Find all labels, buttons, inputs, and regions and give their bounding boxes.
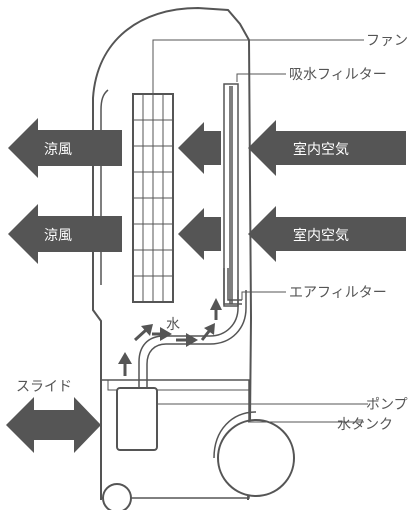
water-filter-panel <box>223 83 239 307</box>
cool-air-label-top: 涼風 <box>44 142 72 158</box>
water-flow-arrows <box>118 298 222 376</box>
cooler-body-outline <box>92 6 253 501</box>
cool-air-arrow-top <box>8 118 122 178</box>
fan-grill <box>132 93 174 303</box>
pump-label: ポンプ <box>366 397 408 413</box>
water-tank-label: 水タンク <box>337 417 393 433</box>
airflow-arrow-middle-bottom <box>178 208 221 260</box>
fan-label: ファン <box>366 33 408 49</box>
air-filter-bracket <box>223 268 242 305</box>
back-panel-contour <box>100 89 109 285</box>
front-wheel <box>217 419 295 497</box>
water-label: 水 <box>166 317 180 333</box>
water-tank-inner <box>107 379 250 391</box>
slide-double-arrow <box>6 397 101 453</box>
slide-label: スライド <box>16 379 72 395</box>
cool-air-label-bottom: 涼風 <box>44 228 72 244</box>
front-wheel-housing <box>213 411 257 459</box>
leader-lines <box>152 39 368 423</box>
airflow-arrow-middle-top <box>178 122 221 174</box>
rear-wheel <box>102 483 132 510</box>
room-air-arrow-top <box>248 120 406 176</box>
room-air-label-top: 室内空気 <box>293 141 349 158</box>
cool-air-arrow-bottom <box>8 204 122 264</box>
water-filter-label: 吸水フィルター <box>289 67 387 83</box>
air-filter-label: エアフィルター <box>289 285 387 301</box>
pump <box>116 387 158 451</box>
room-air-arrow-bottom <box>248 206 406 262</box>
room-air-label-bottom: 室内空気 <box>293 227 349 244</box>
